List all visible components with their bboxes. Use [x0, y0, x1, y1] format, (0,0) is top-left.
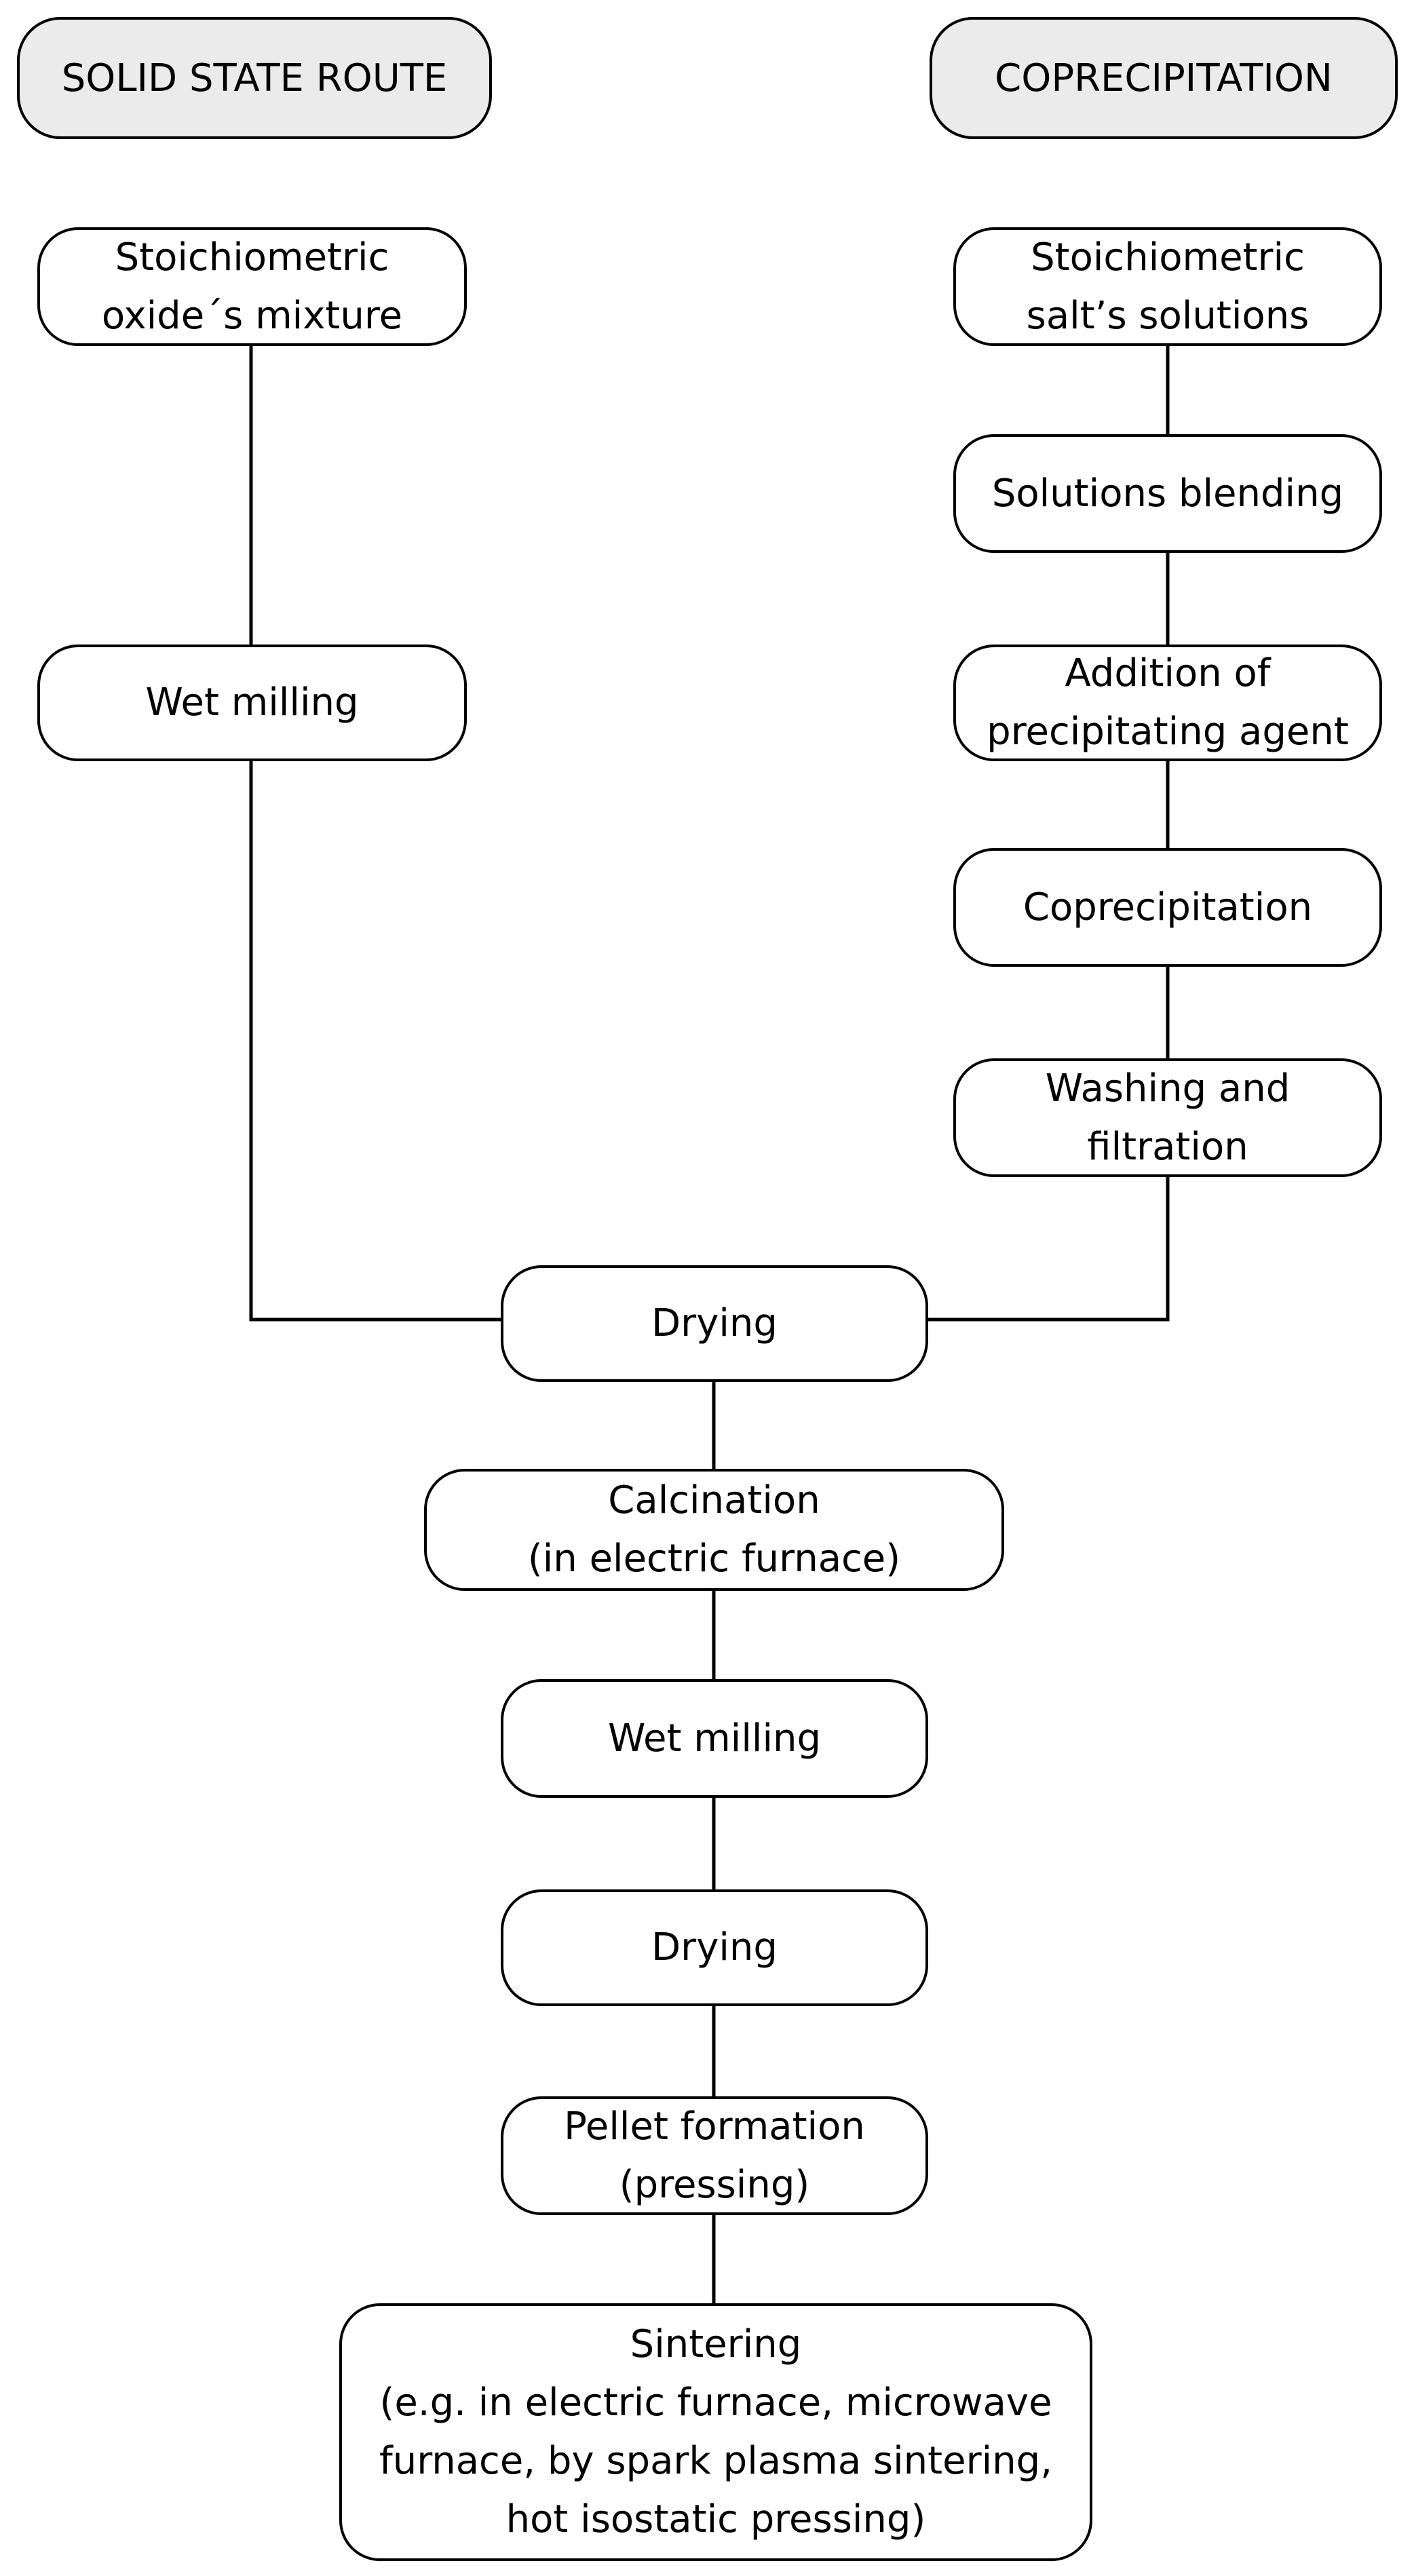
step-solid-wet-milling-label: Wet milling — [145, 680, 359, 725]
step-common-wet-milling: Wet milling — [501, 1679, 928, 1798]
step-calcination-label: Calcination (in electric furnace) — [527, 1478, 901, 1581]
step-precipitating-agent: Addition of precipitating agent — [953, 645, 1382, 761]
step-oxide-mixture-label: Stoichiometric oxide´s mixture — [101, 235, 403, 338]
connector-washing-to-drying — [926, 1177, 1170, 1322]
step-precipitating-agent-label: Addition of precipitating agent — [987, 651, 1349, 754]
coprecipitation-header: COPRECIPITATION — [930, 17, 1398, 139]
step-solutions-blending-label: Solutions blending — [991, 471, 1344, 516]
step-salt-solutions-label: Stoichiometric salt’s solutions — [1026, 235, 1310, 338]
step-oxide-mixture: Stoichiometric oxide´s mixture — [37, 227, 467, 346]
connector-wet-milling-to-drying — [249, 760, 502, 1322]
step-coprecipitation-label: Coprecipitation — [1023, 885, 1313, 929]
step-pellet-formation: Pellet formation (pressing) — [501, 2096, 928, 2215]
step-sintering: Sintering (e.g. in electric furnace, mic… — [339, 2303, 1092, 2561]
coprecipitation-header-label: COPRECIPITATION — [995, 56, 1333, 100]
step-common-wet-milling-label: Wet milling — [607, 1716, 822, 1761]
step-washing-filtration-label: Washing and filtration — [1045, 1066, 1291, 1169]
step-drying-2: Drying — [501, 1889, 928, 2006]
step-drying-1-label: Drying — [651, 1301, 778, 1345]
step-drying-1: Drying — [501, 1265, 928, 1382]
step-coprecipitation: Coprecipitation — [953, 848, 1382, 967]
solid-state-route-label: SOLID STATE ROUTE — [61, 56, 448, 100]
step-washing-filtration: Washing and filtration — [953, 1058, 1382, 1177]
step-solutions-blending: Solutions blending — [953, 434, 1382, 553]
step-pellet-formation-label: Pellet formation (pressing) — [564, 2104, 865, 2207]
step-salt-solutions: Stoichiometric salt’s solutions — [953, 227, 1382, 346]
step-solid-wet-milling: Wet milling — [37, 645, 467, 761]
step-calcination: Calcination (in electric furnace) — [424, 1469, 1004, 1591]
step-sintering-label: Sintering (e.g. in electric furnace, mic… — [379, 2322, 1052, 2541]
solid-state-route-header: SOLID STATE ROUTE — [17, 17, 492, 139]
step-drying-2-label: Drying — [651, 1925, 778, 1969]
